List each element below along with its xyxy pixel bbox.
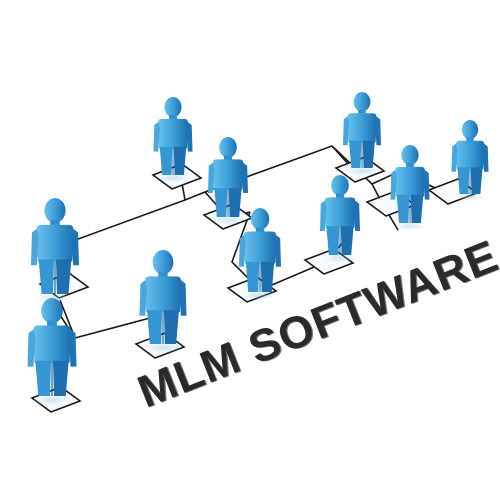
person-figures <box>27 92 489 406</box>
person-icon <box>390 145 430 231</box>
person-icon <box>31 198 79 304</box>
person-icon <box>208 137 248 225</box>
person-icon <box>451 120 489 202</box>
person-icon <box>320 175 360 263</box>
person-icon <box>27 298 77 406</box>
person-icon <box>153 97 193 183</box>
person-icon <box>343 92 381 176</box>
person-icon <box>139 250 187 354</box>
person-icon <box>239 208 281 301</box>
